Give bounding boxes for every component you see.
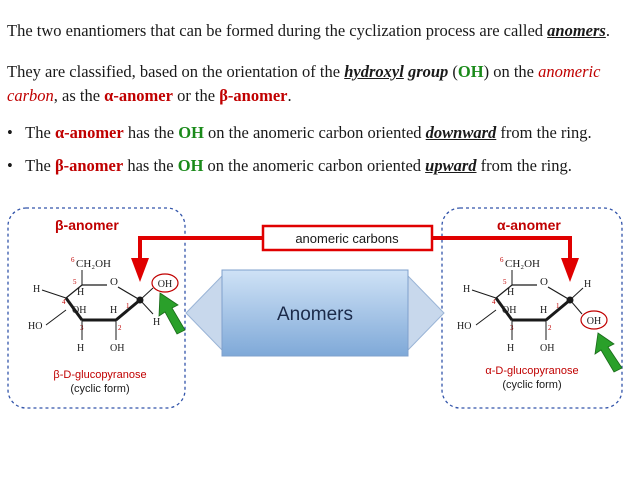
text: or the [172,86,220,105]
atom-number: 2 [118,324,122,332]
oh-term: OH [457,62,484,81]
oh-label: OH [540,343,554,354]
text: from the ring. [496,123,592,142]
beta-form-label: (cyclic form) [70,383,129,395]
h-label: H [507,343,514,354]
bullet-item-beta: • The β-anomer has the OH on the anomeri… [7,156,572,176]
beta-anomer-title: β-anomer [55,217,119,233]
green-arrow-up [594,332,623,373]
text: from the ring. [476,156,572,175]
atom-number: 4 [62,298,66,306]
anomers-center-label: Anomers [277,304,353,325]
beta-anomer-box [7,207,186,409]
ho-label: HO [28,321,42,332]
oh-label: OH [502,305,516,316]
intro-text: The two enantiomers that can be formed d… [7,21,548,40]
atom-number: 2 [548,324,552,332]
alpha-name-label: α-D-glucopyranose [485,365,578,377]
carbon-term: carbon [7,86,54,105]
atom-number: 6 [500,256,504,264]
h-label: H [110,305,117,316]
anomeric-carbons-label: anomeric carbons [295,231,399,246]
atom-number: 1 [126,302,130,310]
oh-highlight-circle [580,310,608,330]
atom-number: 5 [503,278,507,286]
atom-number: 5 [73,278,77,286]
h-label: H [463,284,470,295]
text: The [25,156,55,175]
connector-line-right [430,236,572,258]
group-term: group [403,62,449,81]
alpha-glucopyranose-structure: α-anomer 6 CH₂OH 5 H O H 4 OH H 1 HO 3 2… [457,217,623,391]
beta-glucopyranose-structure: β-anomer 6 CH₂OH 5 H O H 4 OH H 1 HO 3 2… [28,217,186,395]
atom-number: 6 [71,256,75,264]
intro-paragraph-2: They are classified, based on the orient… [7,62,600,82]
h-label: H [153,317,160,328]
anomeric-oh-label: OH [587,316,601,327]
ch2oh-label: CH₂OH [505,258,540,270]
oh-label: OH [72,305,86,316]
ring-oxygen-label: O [110,276,118,288]
text: ) on the [483,62,539,81]
intro-paragraph-1: The two enantiomers that can be formed d… [7,21,610,41]
green-arrow-up [158,292,186,335]
upward-term: upward [425,156,477,175]
anomers-center-box [221,269,409,357]
anomeric-oh-label: OH [158,279,172,290]
text: They are classified, based on the orient… [7,62,345,81]
text: on the anomeric carbon oriented [203,123,426,142]
h-label: H [33,284,40,295]
alpha-anomer-term: α-anomer [54,123,124,142]
text: has the [123,123,179,142]
ho-label: HO [457,321,471,332]
alpha-anomer-box [441,207,623,409]
connector-line-left [138,236,265,258]
atom-number: 4 [492,298,496,306]
intro-paragraph-2-cont: carbon, as the α-anomer or the β-anomer. [7,86,292,106]
h-label: H [77,287,84,298]
oh-highlight-circle [151,273,179,293]
atom-number: 1 [556,302,560,310]
beta-name-label: β-D-glucopyranose [53,369,146,381]
ch2oh-label: CH₂OH [76,258,111,270]
red-arrow-right [561,258,579,282]
bullet-mark: • [7,123,13,142]
anomeric-term: anomeric [538,62,601,81]
oh-label: OH [110,343,124,354]
h-label: H [77,343,84,354]
downward-term: downward [425,123,497,142]
anomeric-carbons-label-box [261,224,434,252]
text: on the anomeric carbon oriented [203,156,426,175]
hydroxyl-term: hydroxyl [344,62,404,81]
beta-anomer-term: β-anomer [219,86,288,105]
oh-term: OH [178,123,204,142]
text: has the [123,156,178,175]
text: ( [448,62,458,81]
beta-anomer-term: β-anomer [54,156,124,175]
oh-term: OH [177,156,204,175]
h-label: H [584,279,591,290]
bullet-mark: • [7,156,13,175]
text: , as the [53,86,105,105]
alpha-anomer-title: α-anomer [497,217,561,233]
alpha-anomer-term: α-anomer [104,86,173,105]
punctuation: . [605,21,610,40]
anomers-term: anomers [547,21,606,40]
red-arrow-left [131,258,149,282]
alpha-form-label: (cyclic form) [502,379,561,391]
text: . [287,86,292,105]
ring-oxygen-label: O [540,276,548,288]
h-label: H [507,287,514,298]
bullet-item-alpha: • The α-anomer has the OH on the anomeri… [7,123,592,143]
text: The [25,123,55,142]
h-label: H [540,305,547,316]
